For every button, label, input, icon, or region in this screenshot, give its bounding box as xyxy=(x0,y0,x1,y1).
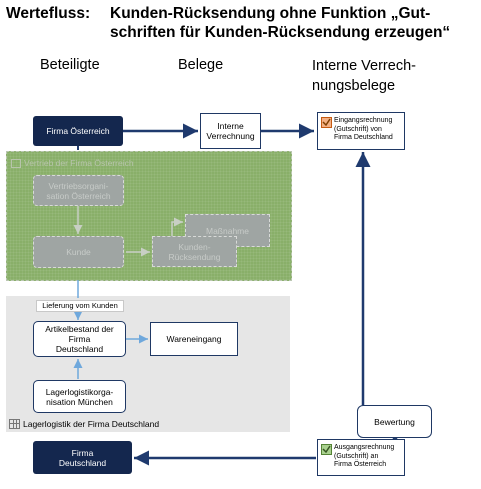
column-header-interne-line-1: Interne Verrech- xyxy=(312,58,416,74)
wareneingang-box[interactable]: Wareneingang xyxy=(150,322,238,356)
column-header-interne-line-2: nungsbelege xyxy=(312,78,396,94)
eingangsrechnung-line-3: Firma Deutschland xyxy=(334,134,393,141)
artikelbestand-line-3: Deutschland xyxy=(55,344,104,354)
title-line-1: Kunden-Rücksendung ohne Funktion „Gut- xyxy=(110,5,431,22)
firma-deutschland-line-2: Deutschland xyxy=(58,457,107,468)
bewertung-box[interactable]: Bewertung xyxy=(357,405,432,438)
eingangsrechnung-text: Eingangsrechnung (Gutschrift) von Firma … xyxy=(334,117,393,143)
invoice-icon xyxy=(321,117,332,128)
interne-verrechnung-line-2: Verrechnung xyxy=(206,131,255,141)
vertriebsorganisation-line-1: Vertriebsorgani- xyxy=(48,180,109,191)
interne-verrechnung-box[interactable]: Interne Verrechnung xyxy=(200,113,261,149)
eingangsrechnung-line-2: (Gutschrift) von xyxy=(334,125,382,133)
vertrieb-label-text: Vertrieb der Firma Österreich xyxy=(24,158,134,168)
invoice-icon xyxy=(321,444,332,455)
ausgangsrechnung-line-2: (Gutschrift) an xyxy=(334,452,379,460)
lagerlogistikorganisation-line-1: Lagerlogistikorga- xyxy=(45,386,114,397)
firma-oesterreich-box[interactable]: Firma Österreich xyxy=(33,116,123,146)
ghost-connector-3 xyxy=(171,217,183,236)
kunden-ruecksendung-box[interactable]: Kunden- Rücksendung xyxy=(152,236,237,267)
lieferung-vom-kunden-label: Lieferung vom Kunden xyxy=(36,300,124,312)
firma-deutschland-line-1: Firma xyxy=(71,447,94,458)
title-line-2: schriften für Kunden-Rücksendung erzeuge… xyxy=(110,24,451,41)
kunde-box[interactable]: Kunde xyxy=(33,236,124,268)
table-icon xyxy=(11,158,21,168)
artikelbestand-box[interactable]: Artikelbestand der Firma Deutschland xyxy=(33,321,126,357)
lagerlogistikorganisation-box[interactable]: Lagerlogistikorga- nisation München xyxy=(33,380,126,413)
ausgangsrechnung-document[interactable]: Ausgangsrechnung (Gutschrift) an Firma Ö… xyxy=(317,439,405,476)
title-prefix: Wertefluss: xyxy=(6,5,91,22)
ausgangsrechnung-line-3: Firma Österreich xyxy=(334,461,387,468)
lagerlogistik-region-label: Lagerlogistik der Firma Deutschland xyxy=(9,419,159,429)
eingangsrechnung-document[interactable]: Eingangsrechnung (Gutschrift) von Firma … xyxy=(317,112,405,150)
ausgangsrechnung-text: Ausgangsrechnung (Gutschrift) an Firma Ö… xyxy=(334,444,394,470)
vertriebsorganisation-line-2: sation Österreich xyxy=(46,190,111,201)
vertrieb-region-label: Vertrieb der Firma Österreich xyxy=(11,158,134,168)
column-header-belege: Belege xyxy=(178,57,224,73)
kunden-ruecksendung-line-2: Rücksendung xyxy=(168,251,221,262)
ausgangsrechnung-line-1: Ausgangsrechnung xyxy=(334,444,395,451)
artikelbestand-line-1: Artikelbestand der xyxy=(45,324,114,334)
artikelbestand-line-2: Firma xyxy=(68,334,91,344)
eingangsrechnung-line-1: Eingangsrechnung xyxy=(334,117,393,124)
lagerlogistikorganisation-line-2: nisation München xyxy=(46,396,113,407)
kunden-ruecksendung-line-1: Kunden- xyxy=(178,241,211,252)
column-header-beteiligte: Beteiligte xyxy=(40,57,100,73)
column-header-interne: Interne Verrech- nungsbelege xyxy=(312,56,416,96)
vertriebsorganisation-box[interactable]: Vertriebsorgani- sation Österreich xyxy=(33,175,124,206)
interne-verrechnung-line-1: Interne xyxy=(217,121,244,131)
firma-deutschland-box[interactable]: Firma Deutschland xyxy=(33,441,132,474)
lagerlogistik-label-text: Lagerlogistik der Firma Deutschland xyxy=(23,419,160,429)
table-icon xyxy=(9,419,20,429)
